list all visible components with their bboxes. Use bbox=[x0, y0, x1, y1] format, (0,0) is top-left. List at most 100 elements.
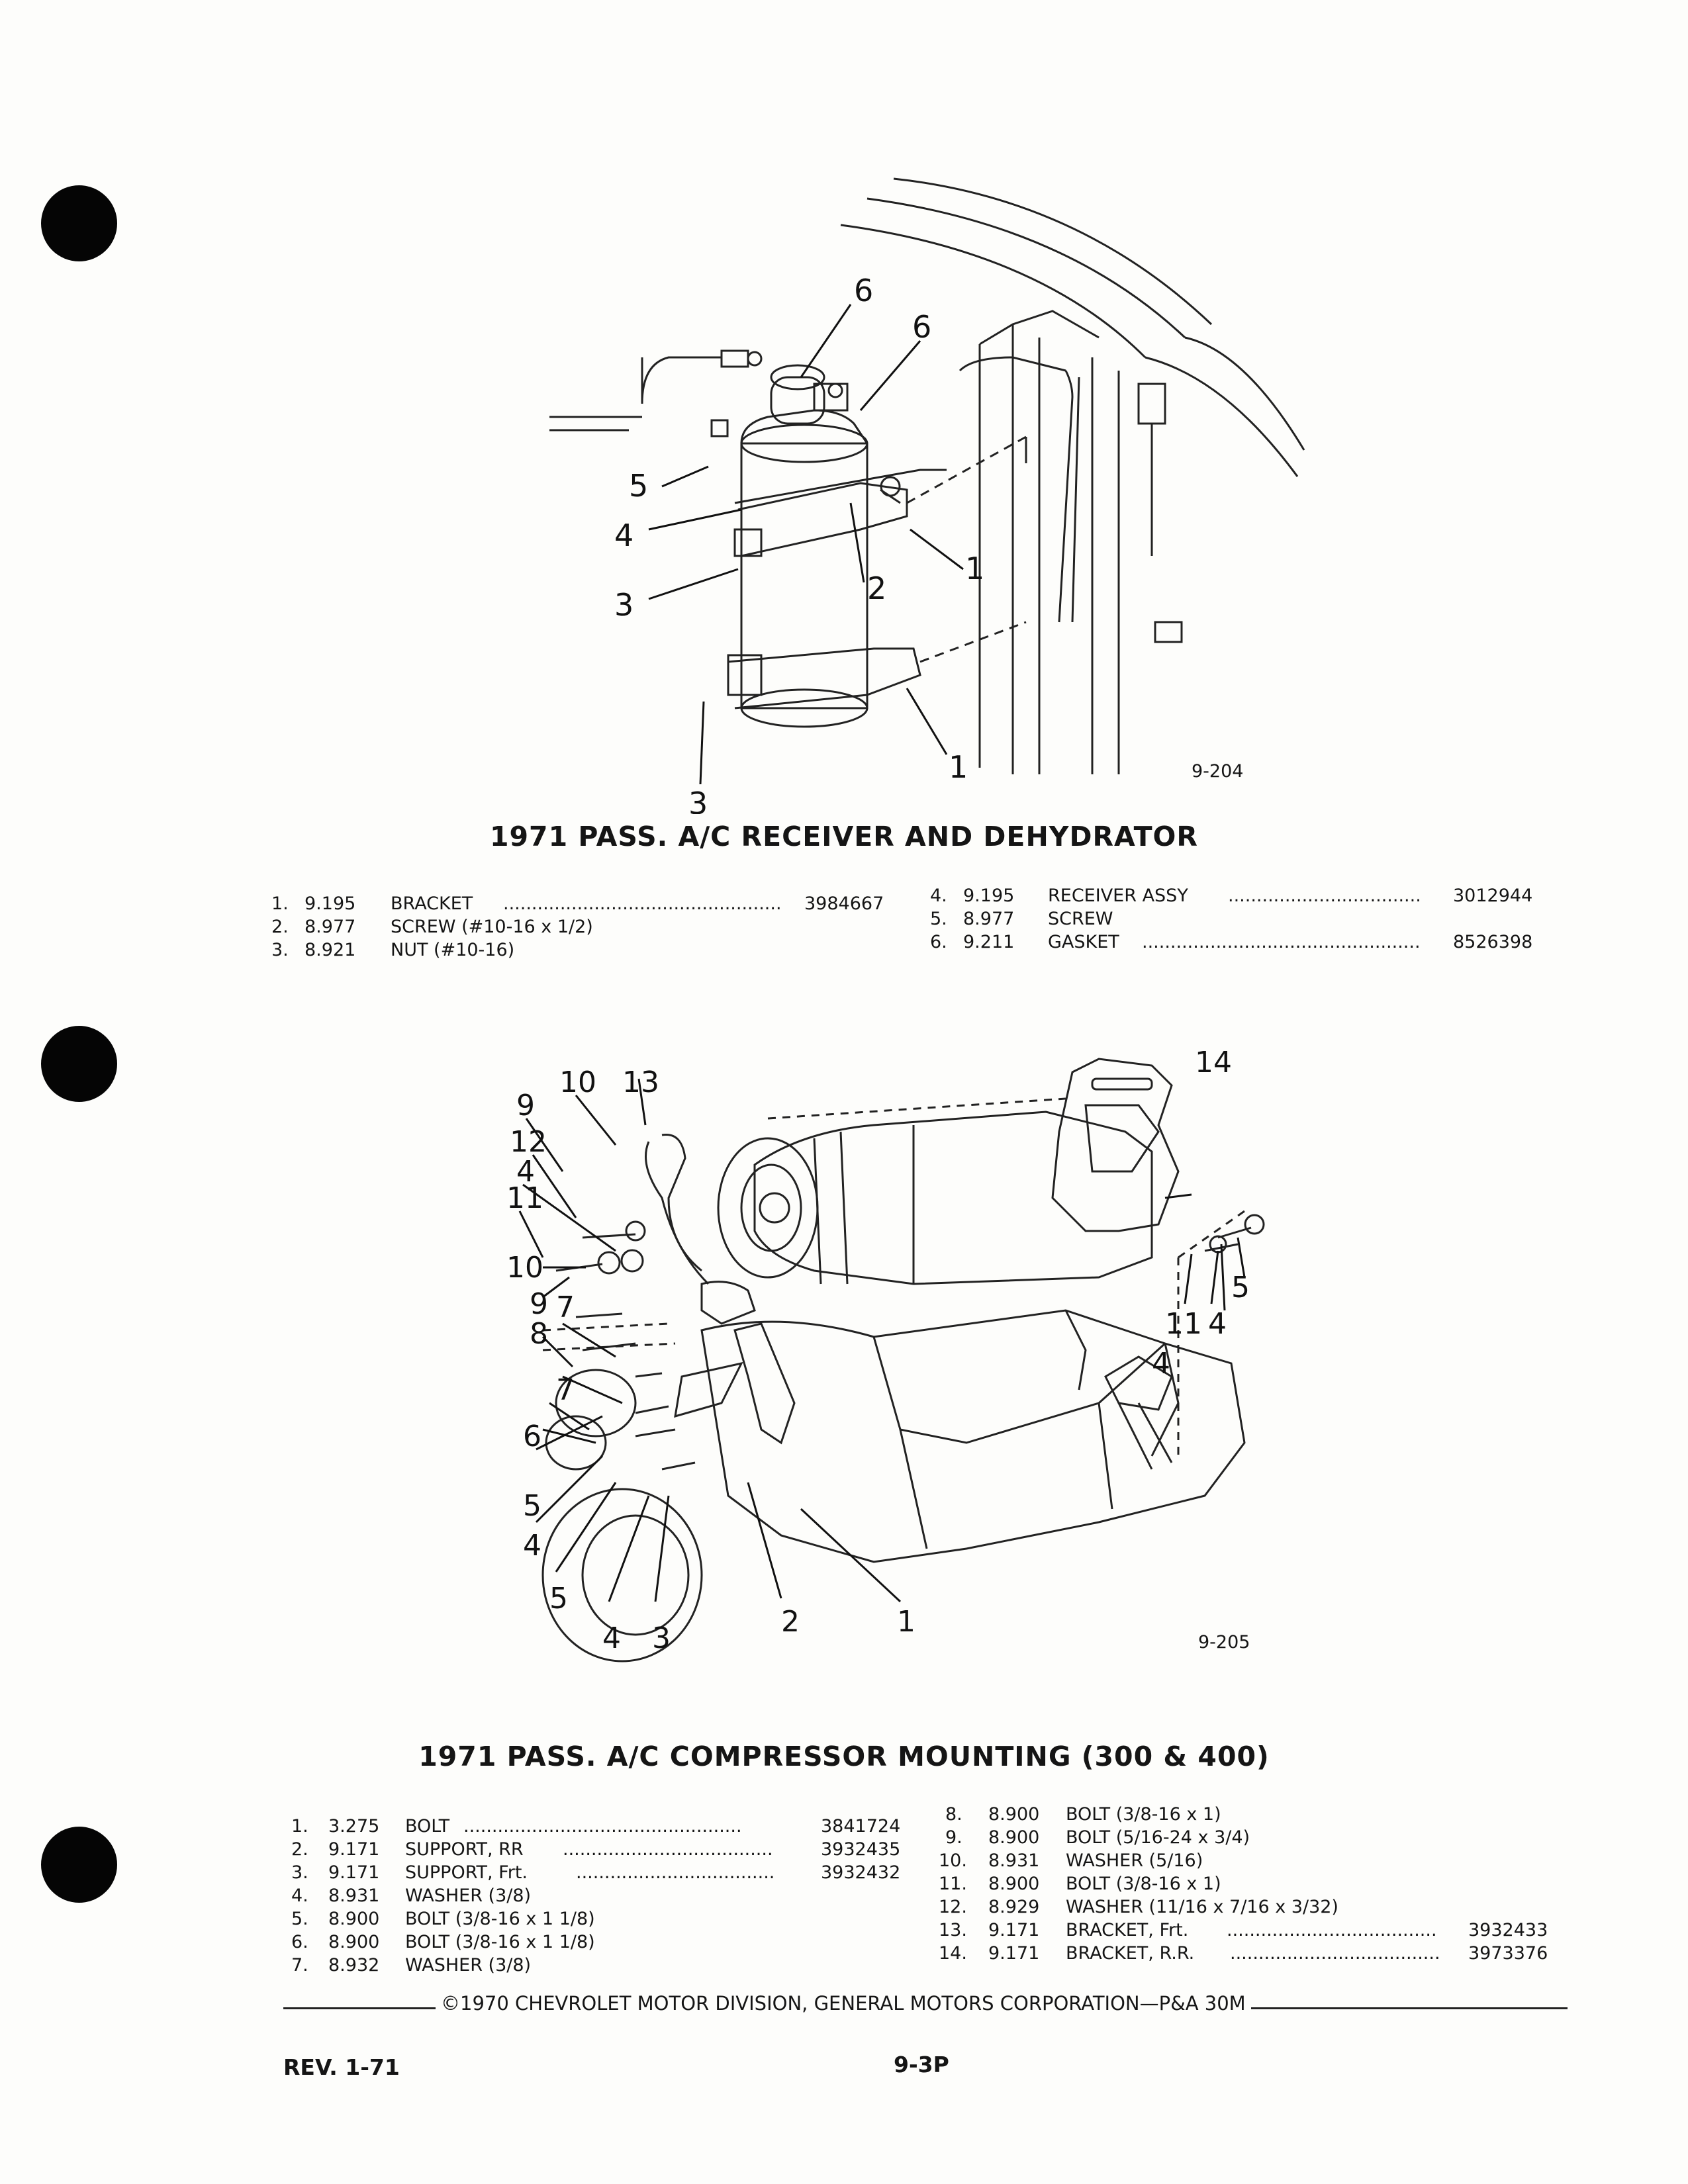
parts-row: 8. 8.900 BOLT (3/8-16 x 1) bbox=[939, 1803, 1574, 1826]
parts-row: 4. 9.195 RECEIVER ASSY .................… bbox=[930, 884, 1566, 907]
item-code: 8.932 bbox=[328, 1955, 380, 1976]
copyright-text: ©1970 CHEVROLET MOTOR DIVISION, GENERAL … bbox=[441, 1992, 1246, 2015]
compressor-parts-list-right: 8. 8.900 BOLT (3/8-16 x 1) 9. 8.900 BOLT… bbox=[939, 1803, 1574, 1965]
item-code: 9.211 bbox=[963, 932, 1015, 952]
item-number: 6. bbox=[930, 932, 947, 952]
callout-9-mid: 9 bbox=[530, 1287, 548, 1321]
revision-label: REV. 1-71 bbox=[283, 2054, 400, 2080]
parts-row: 1. 9.195 BRACKET .......................… bbox=[271, 892, 927, 915]
part-number: 3973376 bbox=[1468, 1943, 1548, 1964]
parts-row: 11. 8.900 BOLT (3/8-16 x 1) bbox=[939, 1872, 1574, 1895]
receiver-dehydrator-drawing: 6 6 5 4 3 3 2 1 1 bbox=[549, 177, 1305, 814]
leader-dots: ........................................… bbox=[1227, 1920, 1438, 1940]
rule-left bbox=[283, 2007, 436, 2009]
item-name: SCREW bbox=[1048, 909, 1113, 929]
callout-5-left: 5 bbox=[523, 1489, 541, 1523]
item-code: 9.171 bbox=[988, 1943, 1040, 1964]
leader-dots: ........................................… bbox=[1142, 932, 1420, 952]
receiver-parts-list-left: 1. 9.195 BRACKET .......................… bbox=[271, 892, 927, 962]
binder-hole-top bbox=[41, 185, 117, 261]
callout-10-mid: 10 bbox=[506, 1251, 543, 1285]
item-name: BRACKET, R.R. bbox=[1066, 1943, 1195, 1964]
callout-12: 12 bbox=[510, 1125, 547, 1159]
item-name: WASHER (3/8) bbox=[405, 1886, 532, 1906]
callout-4-left: 4 bbox=[523, 1529, 541, 1563]
callout-1-bottom: 1 bbox=[949, 749, 968, 785]
callout-4-bottom: 4 bbox=[602, 1621, 621, 1655]
item-code: 8.977 bbox=[963, 909, 1015, 929]
callout-11-right: 11 bbox=[1165, 1307, 1202, 1341]
callout-9-top: 9 bbox=[516, 1089, 535, 1122]
callout-11-left: 11 bbox=[506, 1181, 543, 1215]
item-number: 9. bbox=[945, 1827, 962, 1848]
part-number: 3932433 bbox=[1468, 1920, 1548, 1940]
item-number: 1. bbox=[291, 1816, 308, 1837]
item-name: WASHER (11/16 x 7/16 x 3/32) bbox=[1066, 1897, 1338, 1917]
callout-4-lower-right: 4 bbox=[1152, 1347, 1170, 1381]
item-code: 8.977 bbox=[305, 917, 356, 937]
leader-dots: ........................................… bbox=[1230, 1943, 1438, 1964]
item-code: 8.900 bbox=[988, 1827, 1040, 1848]
item-code: 8.921 bbox=[305, 940, 356, 960]
item-number: 10. bbox=[939, 1850, 967, 1871]
leader-4 bbox=[648, 508, 742, 531]
item-number: 11. bbox=[939, 1874, 967, 1894]
part-number: 8526398 bbox=[1453, 932, 1533, 952]
leader-2 bbox=[849, 502, 865, 583]
callout-13: 13 bbox=[622, 1066, 659, 1099]
part-number: 3841724 bbox=[821, 1816, 901, 1837]
parts-row: 1. 3.275 BOLT ..........................… bbox=[291, 1815, 940, 1838]
callout-7-lower: 7 bbox=[556, 1373, 575, 1407]
item-number: 2. bbox=[271, 917, 289, 937]
leader-5 bbox=[661, 465, 709, 488]
item-number: 13. bbox=[939, 1920, 967, 1940]
callout-5-right: 5 bbox=[1231, 1271, 1250, 1304]
item-code: 9.195 bbox=[963, 886, 1015, 906]
binder-hole-middle bbox=[41, 1026, 117, 1102]
item-number: 8. bbox=[945, 1804, 962, 1825]
callout-10-top: 10 bbox=[559, 1066, 596, 1099]
callout-8: 8 bbox=[530, 1317, 548, 1351]
page-number: 9-3P bbox=[894, 2052, 949, 2077]
figure-number-9-205: 9-205 bbox=[1198, 1632, 1250, 1653]
item-code: 8.900 bbox=[328, 1909, 380, 1929]
item-name: BOLT (3/8-16 x 1) bbox=[1066, 1874, 1221, 1894]
rule-right bbox=[1250, 2007, 1568, 2009]
receiver-parts-list-right: 4. 9.195 RECEIVER ASSY .................… bbox=[930, 884, 1566, 954]
item-code: 8.900 bbox=[988, 1874, 1040, 1894]
binder-hole-bottom bbox=[41, 1827, 117, 1903]
item-name: BOLT (3/8-16 x 1 1/8) bbox=[405, 1932, 595, 1952]
item-name: SCREW (#10-16 x 1/2) bbox=[391, 917, 593, 937]
leader-3-top bbox=[648, 568, 739, 600]
leader-dots: ........................................… bbox=[563, 1839, 774, 1860]
part-number: 3984667 bbox=[804, 893, 884, 914]
callout-1-top: 1 bbox=[965, 551, 984, 586]
item-number: 3. bbox=[291, 1862, 308, 1883]
callout-6: 6 bbox=[523, 1420, 541, 1453]
item-number: 12. bbox=[939, 1897, 967, 1917]
part-number: 3932432 bbox=[821, 1862, 901, 1883]
compressor-mounting-illustration: 9 10 13 12 4 11 10 9 7 8 7 6 5 4 5 4 3 2… bbox=[503, 1032, 1377, 1668]
item-name: BOLT bbox=[405, 1816, 450, 1837]
parts-row: 5. 8.977 SCREW bbox=[930, 907, 1566, 931]
copyright-line: ©1970 CHEVROLET MOTOR DIVISION, GENERAL … bbox=[283, 1992, 1568, 2015]
item-name: BOLT (3/8-16 x 1 1/8) bbox=[405, 1909, 595, 1929]
parts-row: 14. 9.171 BRACKET, R.R. ................… bbox=[939, 1942, 1574, 1965]
parts-row: 5. 8.900 BOLT (3/8-16 x 1 1/8) bbox=[291, 1907, 940, 1931]
item-name: BOLT (5/16-24 x 3/4) bbox=[1066, 1827, 1250, 1848]
item-number: 14. bbox=[939, 1943, 967, 1964]
callout-1: 1 bbox=[897, 1605, 915, 1639]
leader-6-left bbox=[800, 304, 852, 378]
item-number: 4. bbox=[930, 886, 947, 906]
part-number: 3932435 bbox=[821, 1839, 901, 1860]
item-code: 9.171 bbox=[328, 1862, 380, 1883]
parts-row: 10. 8.931 WASHER (5/16) bbox=[939, 1849, 1574, 1872]
parts-row: 2. 9.171 SUPPORT, RR ...................… bbox=[291, 1838, 940, 1861]
leader-dots: ........................................… bbox=[576, 1862, 774, 1883]
parts-row: 3. 8.921 NUT (#10-16) bbox=[271, 938, 927, 962]
leader-1-top bbox=[910, 528, 964, 570]
receiver-dehydrator-title: 1971 PASS. A/C RECEIVER AND DEHYDRATOR bbox=[490, 821, 1198, 852]
callout-3: 3 bbox=[652, 1621, 671, 1655]
item-name: BRACKET, Frt. bbox=[1066, 1920, 1189, 1940]
parts-row: 6. 9.211 GASKET ........................… bbox=[930, 931, 1566, 954]
